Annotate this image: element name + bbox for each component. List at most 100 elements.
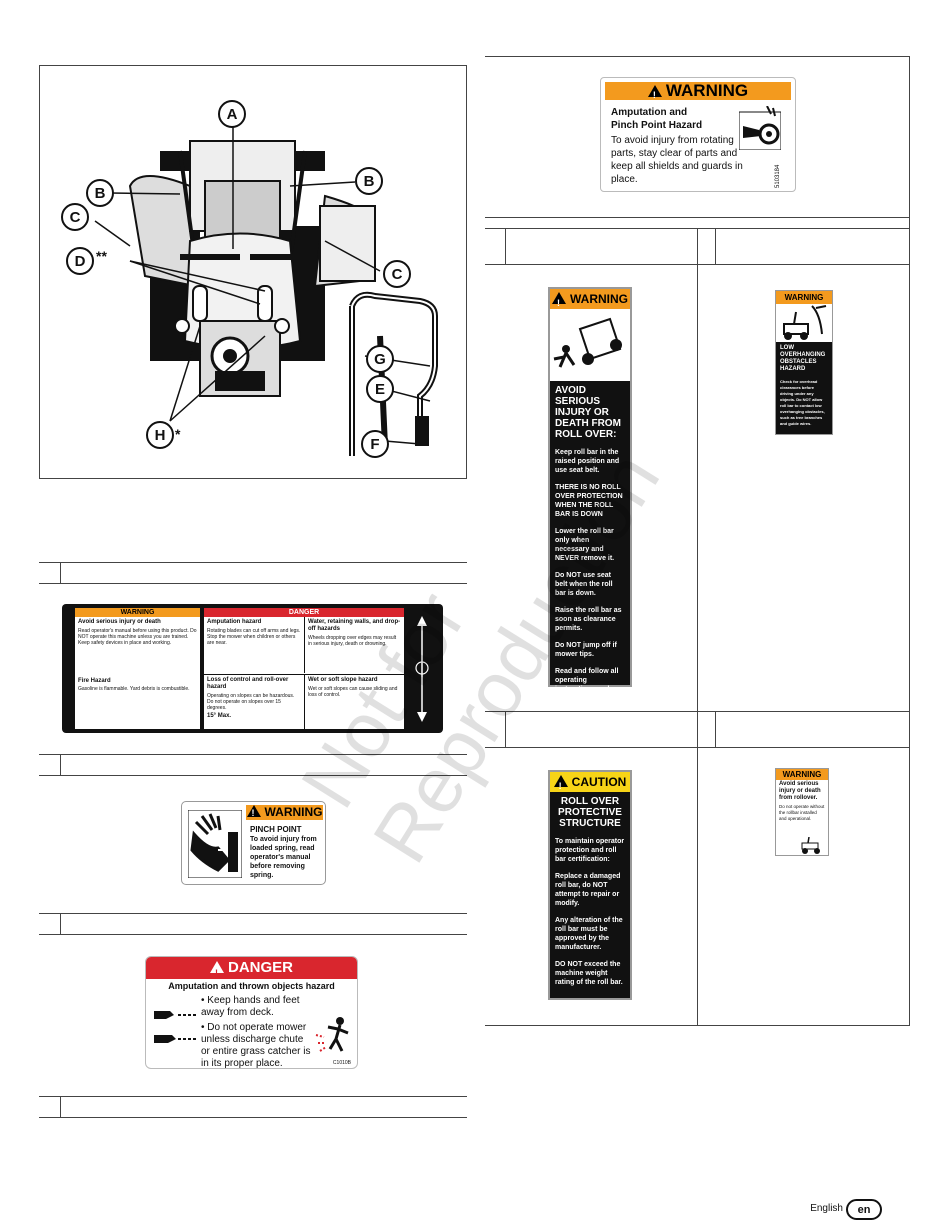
mower-illustration [94,123,438,456]
rollover-p7: Read and follow all operating instructio… [555,668,619,711]
caution-p2: Replace a damaged roll bar, do NOT attem… [555,873,621,907]
caution-title: ROLL OVER PROTECTIVE STRUCTURE [558,796,622,829]
rollover-p1: Keep roll bar in the raised position and… [555,449,620,474]
console-fire-body: Gasoline is flammable. Yard debris is co… [78,686,190,692]
danger-deck-subtitle: Amputation and thrown objects hazard [168,981,335,991]
caution-header: CAUTION [550,772,630,796]
console-c2b-title: Loss of control and roll-over hazard [207,677,289,690]
left-table-col-rule-4 [60,1096,61,1117]
left-table-row-1 [39,583,467,584]
decal-main-console: WARNING Avoid serious injury or death Re… [62,604,443,733]
callout-h: H [146,421,174,449]
pinch-warning-header: WARNING [246,805,323,821]
rollover-p3: Lower the roll bar only when necessary a… [555,528,615,562]
danger-deck-bullet-1: • Keep hands and feet away from deck. [201,995,300,1018]
rollover-p4: Do NOT use seat belt when the roll bar i… [555,572,613,597]
console-c3-body: Wheels dropping over edges may result in… [308,635,397,647]
rollover-p6: Do NOT jump off if mower tips. [555,642,617,658]
danger-deck-part-number: C1010B [332,1060,351,1066]
callout-d: D [66,247,94,275]
right-col-rule-d [715,711,716,747]
console-warning-header: WARNING [75,608,200,617]
callout-b-right: B [355,167,383,195]
pinch-title: PINCH POINT [250,825,302,834]
left-table-row-5 [39,934,467,935]
decal-amputation-pinch: WARNING Amputation and Pinch Point Hazar… [600,77,796,192]
caution-p4: DO NOT exceed the machine weight rating … [555,961,623,986]
console-c3b-body: Wet or soft slopes can cause sliding and… [308,686,398,698]
right-table-row-5 [485,747,910,748]
danger-deck-header: DANGER [146,957,357,984]
callout-b-left: B [86,179,114,207]
left-table-col-rule-3 [60,913,61,934]
rollover-warning-header: WARNING [550,289,630,313]
callout-d-suffix: ** [96,248,107,264]
decal-caution-rops: CAUTION ROLL OVER PROTECTIVE STRUCTURE T… [548,770,632,1000]
overhang-warning-header: WARNING [776,291,832,304]
danger-deck-bullet-2: • Do not operate mower unless discharge … [201,1022,311,1069]
right-middle-divider [697,228,698,1025]
right-table-row-1 [485,217,910,218]
console-c3b-title: Wet or soft slope hazard [308,677,378,683]
rollover-mower-icon [550,309,630,381]
console-c2b-body: Operating on slopes can be hazardous. Do… [207,693,295,711]
callout-c-right: C [383,260,411,288]
pinch-hand-icon [188,810,242,878]
left-table-bottom [39,1117,467,1118]
overhang-title: LOW OVERHANGING OBSTACLES HAZARD [780,345,826,372]
console-c2-title: Amputation hazard [207,619,262,625]
amputation-body: To avoid injury from rotating parts, sta… [611,135,743,185]
rollover-title: AVOID SERIOUS INJURY OR DEATH FROM ROLL … [555,385,621,440]
left-table-col-rule-2 [60,754,61,775]
decal-small-rollover: WARNING Avoid serious injury or death fr… [775,768,829,856]
right-table-top [485,56,910,57]
small-rollover-icon [801,837,820,854]
console-fire-title: Fire Hazard [78,678,111,684]
console-c2-body: Rotating blades can cut off arms and leg… [207,628,301,646]
decal-rollover: WARNING AVOID SERIOUS INJURY OR DEATH FR… [548,287,632,711]
footer-language: English [810,1203,843,1214]
decal-danger-deck: DANGER Amputation and thrown objects haz… [145,956,358,1069]
amputation-warning-header: WARNING [605,82,791,104]
rollover-p5: Raise the roll bar as soon as clearance … [555,607,622,632]
amputation-title-1: Amputation and [611,107,688,118]
right-col-rule-a [505,228,506,264]
amputation-part-number: 5103184 [775,164,781,188]
amputation-title-2: Pinch Point Hazard [611,120,703,131]
right-table-row-2 [485,228,910,229]
right-col-rule-b [715,228,716,264]
console-danger-header: DANGER [204,608,404,617]
rotating-parts-icon [739,106,781,150]
figure-frame: A B B C C D ** G E F H * [39,65,467,479]
footer-language-code: en [846,1199,882,1220]
console-direction-arrows [415,616,429,722]
decal-pinch-point: WARNING PINCH POINT To avoid injury from… [181,801,326,885]
overhang-body: Check for overhead clearances before dri… [780,379,825,426]
callout-g: G [366,345,394,373]
left-table-row-3 [39,775,467,776]
thrown-object-icon [315,1017,349,1052]
left-table-top [39,562,467,563]
overhang-mower-icon [776,304,832,342]
caution-p3: Any alteration of the roll bar must be a… [555,917,623,951]
callout-c-left: C [61,203,89,231]
console-c1-title: Avoid serious injury or death [78,619,161,625]
left-table-row-4 [39,913,467,914]
right-table-right-edge [909,56,910,1025]
callout-e: E [366,375,394,403]
callout-a: A [218,100,246,128]
callout-f: F [361,430,389,458]
small-rollover-title: Avoid serious injury or death from rollo… [779,781,821,801]
decal-low-overhang: WARNING LOW OVERHANGING OBSTACLES HAZARD… [775,290,833,435]
console-c3-title: Water, retaining walls, and drop-off haz… [308,619,401,632]
console-slope-label: 15° Max. [207,713,232,719]
hands-feet-icon [154,1011,196,1043]
right-table-row-4 [485,711,910,712]
small-rollover-body: Do not operate without the rollbar insta… [779,804,825,821]
left-table-col-rule-1 [60,562,61,583]
callout-h-suffix: * [175,426,181,442]
left-table-row-2 [39,754,467,755]
rollover-p2: THERE IS NO ROLL OVER PROTECTION WHEN TH… [555,484,623,518]
console-c1-body: Read operator's manual before using this… [78,628,197,646]
right-table-bottom [485,1025,910,1026]
